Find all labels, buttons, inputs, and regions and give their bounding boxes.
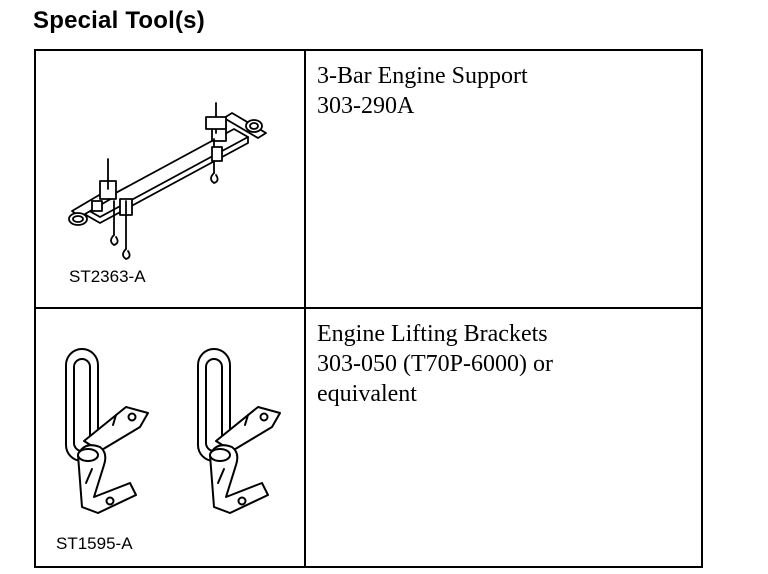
tool-description-cell: Engine Lifting Brackets 303-050 (T70P-60…: [304, 307, 703, 568]
illustration-code: ST1595-A: [56, 534, 133, 553]
tool-number-continued: equivalent: [317, 381, 417, 407]
lifting-brackets-illustration: [65, 348, 281, 514]
tool-name: Engine Lifting Brackets: [317, 321, 548, 347]
illustration-code: ST2363-A: [69, 267, 146, 286]
special-tools-table: ST2363-A 3-Bar Engine Support 303-290A: [34, 49, 703, 568]
table-row: ST1595-A Engine Lifting Brackets 303-050…: [34, 307, 703, 568]
table-row: ST2363-A 3-Bar Engine Support 303-290A: [34, 49, 703, 309]
tool-name: 3-Bar Engine Support: [317, 63, 528, 89]
tool-number: 303-050 (T70P-6000) or: [317, 351, 553, 377]
section-heading: Special Tool(s): [33, 7, 205, 34]
tool-illustration-cell: ST1595-A: [34, 307, 306, 568]
tool-number: 303-290A: [317, 93, 415, 119]
engine-support-illustration: [68, 102, 267, 260]
tool-illustration-cell: ST2363-A: [34, 49, 306, 309]
tool-description-cell: 3-Bar Engine Support 303-290A: [304, 49, 703, 309]
